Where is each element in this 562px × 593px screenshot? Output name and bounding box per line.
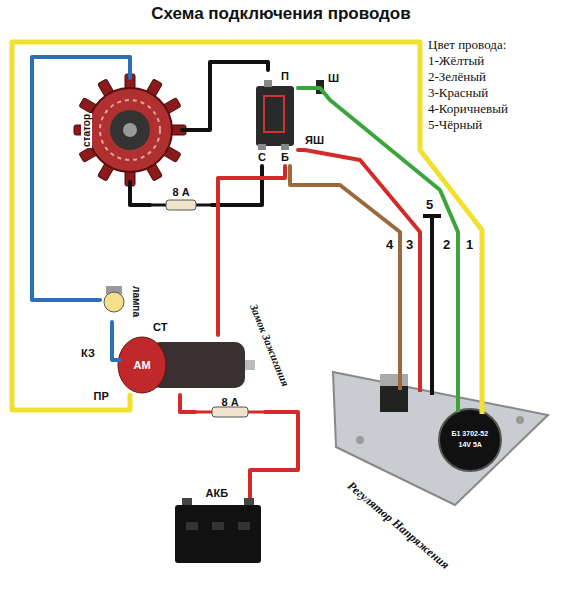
node-text: СТ [153, 321, 167, 333]
voltage-regulator: Регулятор Напряжения Б1 3702-52 14V 5A [330, 355, 548, 570]
ground-wire-part [430, 217, 434, 395]
node-text: статор [81, 112, 92, 147]
fuse: 8 А [195, 396, 265, 422]
wire [32, 57, 130, 300]
node-text: 14V 5A [459, 441, 482, 449]
lamp-drawing [104, 286, 124, 312]
relay-drawing-part [256, 86, 294, 146]
wire [250, 412, 298, 486]
node-text: 8 А [222, 396, 239, 408]
node-text: П [281, 70, 289, 82]
node-text: АКБ [206, 487, 229, 499]
fuse-drawing-part [212, 407, 248, 417]
battery-drawing-part [238, 522, 250, 530]
node-text: КЗ [81, 347, 95, 359]
wire [112, 322, 120, 360]
stator-drawing-part [100, 100, 160, 160]
regulator-drawing-part [380, 386, 408, 412]
node-text: Б [281, 151, 289, 163]
node-text: Б1 3702-52 [452, 430, 489, 438]
stator: статор [78, 78, 182, 182]
regulator-drawing-part [439, 409, 501, 471]
node-text: 8 А [173, 186, 190, 198]
legend-entry: 1-Жёлтый [428, 54, 484, 69]
relay-drawing-part [258, 144, 266, 150]
battery-drawing-part [244, 498, 254, 506]
callout-number: 4 [386, 238, 393, 253]
wire [12, 42, 482, 410]
wire [130, 182, 150, 205]
node-text: ПР [94, 390, 109, 402]
battery-drawing-part [175, 505, 261, 563]
ignition-switch-drawing-part [118, 337, 166, 393]
fuse-drawing-part [166, 200, 196, 210]
stator-drawing-part [123, 123, 137, 137]
terminal-name: ЯШ [305, 134, 324, 147]
regulator-drawing-part [418, 355, 422, 392]
regulator-drawing-part [380, 374, 408, 388]
ground-wire-part [423, 214, 441, 218]
diagram-title: Схема подключения проводов [0, 4, 562, 24]
regulator-drawing-part [333, 372, 548, 505]
node-text: Регулятор Напряжения [345, 479, 452, 572]
regulator-drawing-part [516, 416, 524, 424]
relay-drawing-part [264, 96, 284, 132]
stator-drawing-part [88, 88, 172, 172]
regulator-drawing-part [480, 355, 485, 414]
regulator-drawing-part [356, 436, 364, 444]
stator-drawing [74, 74, 186, 186]
ignition-switch: Замок ЗажиганияКЗСТАМПР [120, 335, 245, 395]
battery-drawing [175, 486, 261, 563]
node-text: АМ [134, 359, 151, 371]
lamp: лампа [100, 280, 150, 322]
fuse: 8 А [150, 186, 212, 212]
legend-entry: 3-Красный [428, 86, 488, 101]
regulator-drawing [333, 355, 548, 505]
callout-number: 3 [406, 238, 413, 253]
battery-drawing-part [212, 522, 224, 530]
wire [290, 166, 400, 355]
ignition-switch-drawing-part [245, 360, 255, 370]
battery-drawing-part [186, 522, 198, 530]
ignition-switch-drawing [118, 337, 255, 393]
stator-drawing-part [110, 110, 150, 150]
node-text: С [258, 151, 266, 163]
ground-wire [423, 216, 441, 395]
relay-block: П С Б [252, 70, 298, 166]
wire [182, 62, 268, 130]
regulator-drawing-part [398, 355, 402, 390]
battery-drawing-part [182, 498, 192, 506]
callout-number: 5 [426, 198, 433, 213]
legend-heading: Цвет провода: [428, 38, 506, 53]
node-text: Замок Зажигания [248, 302, 292, 388]
regulator-drawing-part [456, 355, 460, 412]
callout-number: 1 [466, 238, 473, 253]
relay-drawing-part [281, 144, 289, 150]
callout-number: 2 [443, 238, 450, 253]
relay-drawing [256, 80, 294, 150]
wire [180, 395, 195, 412]
lamp-drawing-part [104, 292, 124, 312]
node-text: лампа [130, 286, 141, 317]
fuse-drawing [150, 200, 265, 417]
legend-entry: 5-Чёрный [428, 118, 482, 133]
legend-entry: 4-Коричневый [428, 102, 508, 117]
battery: АКБ [170, 486, 265, 566]
legend-entry: 2-Зелёный [428, 70, 486, 85]
terminal-name: Ш [328, 72, 339, 85]
relay-drawing-part [264, 80, 272, 87]
